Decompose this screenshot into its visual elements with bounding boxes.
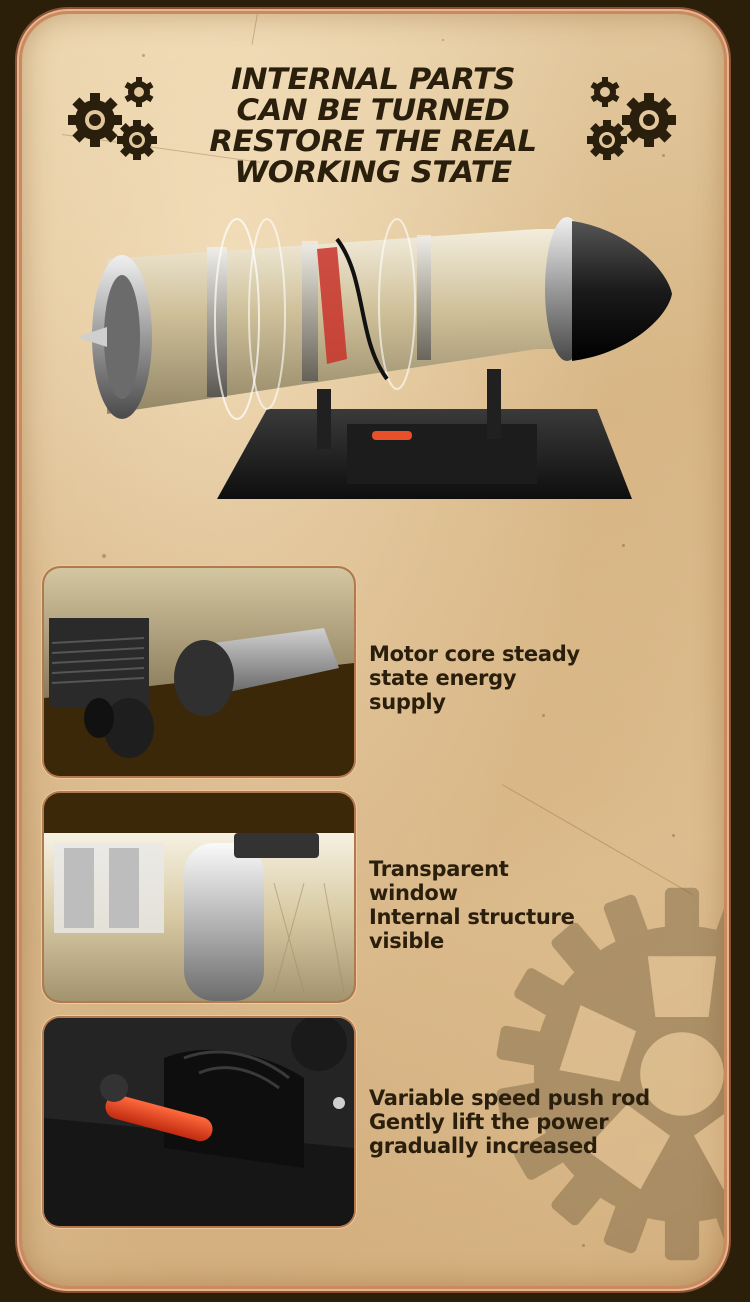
large-gear-icon	[495, 887, 724, 1261]
paper-speck	[102, 554, 106, 558]
exhaust-cone	[572, 221, 672, 361]
headline-line: CAN BE TURNED	[236, 93, 510, 127]
feature-image-push-rod	[44, 1018, 354, 1226]
paper-speck	[442, 39, 444, 41]
feature-caption-motor-core: Motor core steady state energy supply	[369, 642, 580, 714]
headline-line: WORKING STATE	[234, 155, 512, 189]
caption-line: Internal structure	[369, 905, 575, 929]
feature-caption-push-rod: Variable speed push rod Gently lift the …	[369, 1086, 650, 1158]
feature-image-motor-core	[44, 568, 354, 776]
paper-speck	[582, 1244, 585, 1247]
paper-speck	[662, 154, 665, 157]
caption-line: window	[369, 881, 458, 905]
push-rod	[105, 1094, 213, 1142]
feature-caption-transparent-window: Transparent window Internal structure vi…	[369, 857, 575, 953]
paper-speck	[542, 714, 545, 717]
caption-line: Motor core steady	[369, 642, 580, 666]
caption-line: Transparent	[369, 857, 509, 881]
caption-line: Gently lift the power	[369, 1110, 609, 1134]
headline: INTERNAL PARTS CAN BE TURNED RESTORE THE…	[22, 64, 724, 188]
headline-line: RESTORE THE REAL	[209, 124, 537, 158]
parchment-card: INTERNAL PARTS CAN BE TURNED RESTORE THE…	[22, 14, 724, 1286]
push-rod	[372, 431, 412, 440]
caption-line: Variable speed push rod	[369, 1086, 650, 1110]
motor-core-illustration	[44, 568, 354, 758]
caption-line: supply	[369, 690, 446, 714]
transparent-window-illustration	[44, 833, 354, 1001]
caption-line: gradually increased	[369, 1134, 598, 1158]
gears-icon	[68, 77, 157, 160]
caption-line: visible	[369, 929, 444, 953]
push-rod-illustration	[44, 1018, 354, 1226]
gears-icon	[587, 77, 676, 160]
caption-line: state energy	[369, 666, 517, 690]
paper-speck	[672, 834, 675, 837]
paper-crack	[251, 14, 279, 45]
feature-image-transparent-window	[44, 793, 354, 1001]
paper-speck	[622, 544, 625, 547]
headline-line: INTERNAL PARTS	[230, 62, 516, 96]
jet-engine-illustration	[77, 217, 672, 499]
paper-speck	[142, 54, 145, 57]
